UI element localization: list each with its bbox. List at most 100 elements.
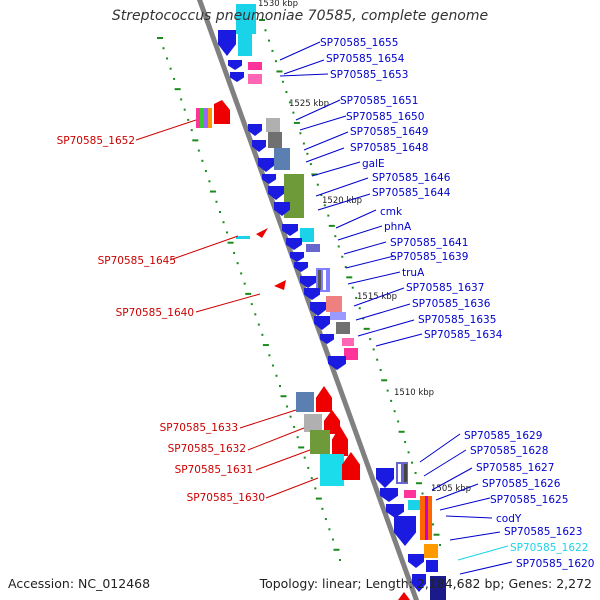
gene-label[interactable]: SP70585_1631 — [175, 464, 253, 476]
gene-label[interactable]: SP70585_1636 — [412, 298, 491, 310]
gene-label[interactable]: SP70585_1655 — [320, 37, 398, 49]
gene-label[interactable]: truA — [402, 267, 425, 279]
gene-arrow[interactable] — [408, 554, 424, 568]
gene-feature[interactable] — [196, 108, 200, 128]
gene-feature[interactable] — [306, 244, 320, 252]
gene-arrow[interactable] — [332, 426, 348, 456]
gene-arrow[interactable] — [218, 30, 236, 56]
gene-label[interactable]: SP70585_1639 — [390, 251, 468, 263]
gene-arrow[interactable] — [274, 202, 290, 216]
gene-feature[interactable] — [342, 338, 354, 346]
gene-label[interactable]: SP70585_1648 — [350, 142, 428, 154]
gene-label[interactable]: SP70585_1646 — [372, 172, 451, 184]
gene-feature[interactable] — [323, 270, 326, 290]
gene-feature[interactable] — [404, 464, 407, 482]
gene-feature[interactable] — [426, 560, 438, 572]
gene-feature[interactable] — [208, 108, 212, 128]
gene-label[interactable]: SP70585_1650 — [346, 111, 424, 123]
gene-arrow[interactable] — [324, 410, 340, 434]
gene-feature[interactable] — [320, 454, 344, 486]
gene-label[interactable]: SP70585_1645 — [98, 255, 176, 267]
gene-arrow[interactable] — [304, 288, 320, 300]
gene-arrow[interactable] — [412, 574, 426, 592]
gene-label[interactable]: SP70585_1654 — [326, 53, 405, 65]
gene-label[interactable]: SP70585_1620 — [516, 558, 594, 570]
gene-arrow[interactable] — [380, 488, 398, 502]
gene-arrow[interactable] — [320, 334, 334, 344]
gene-arrow[interactable] — [282, 224, 298, 236]
gene-arrow[interactable] — [394, 516, 416, 546]
gene-feature[interactable] — [268, 132, 282, 148]
gene-feature[interactable] — [274, 148, 290, 170]
gene-label[interactable]: SP70585_1626 — [482, 478, 561, 490]
gene-label[interactable]: SP70585_1630 — [187, 492, 265, 504]
gene-label[interactable]: codY — [496, 513, 522, 525]
gene-label[interactable]: SP70585_1640 — [116, 307, 194, 319]
gene-feature[interactable] — [344, 348, 358, 360]
gene-arrow[interactable] — [252, 140, 266, 152]
gene-label[interactable]: SP70585_1641 — [390, 237, 468, 249]
gene-feature[interactable] — [204, 108, 208, 128]
gene-label[interactable]: SP70585_1652 — [57, 135, 135, 147]
gene-arrow[interactable] — [230, 72, 244, 82]
gene-arrow[interactable] — [314, 316, 330, 330]
gene-arrow[interactable] — [386, 504, 404, 518]
gene-label[interactable]: SP70585_1628 — [470, 445, 548, 457]
gene-arrow[interactable] — [290, 252, 304, 262]
gene-label[interactable]: SP70585_1622 — [510, 542, 588, 554]
gene-arrow[interactable] — [294, 262, 308, 272]
gene-label[interactable]: SP70585_1633 — [160, 422, 238, 434]
gene-feature[interactable] — [236, 236, 250, 239]
gene-arrow[interactable] — [258, 158, 274, 172]
gene-feature[interactable] — [300, 228, 314, 242]
gene-label[interactable]: SP70585_1634 — [424, 329, 503, 341]
gene-arrow[interactable] — [268, 186, 284, 200]
gene-arrow[interactable] — [262, 174, 276, 184]
gene-arrow[interactable] — [398, 592, 410, 600]
gene-label[interactable]: cmk — [380, 206, 403, 218]
gene-feature[interactable] — [408, 500, 420, 510]
gene-feature[interactable] — [330, 312, 346, 320]
gene-label[interactable]: SP70585_1627 — [476, 462, 554, 474]
gene-arrow[interactable] — [300, 276, 316, 288]
gene-feature[interactable] — [424, 544, 438, 558]
gene-feature[interactable] — [200, 108, 204, 128]
gene-label[interactable]: galE — [362, 158, 385, 170]
gene-arrow[interactable] — [274, 280, 286, 290]
gene-label[interactable]: SP70585_1632 — [168, 443, 246, 455]
gene-label[interactable]: SP70585_1623 — [504, 526, 582, 538]
gene-arrow[interactable] — [316, 386, 332, 412]
gene-arrow[interactable] — [342, 452, 360, 480]
gene-label[interactable]: SP70585_1629 — [464, 430, 542, 442]
gene-feature[interactable] — [310, 430, 330, 454]
gene-feature[interactable] — [318, 270, 321, 290]
gene-label[interactable]: SP70585_1625 — [490, 494, 568, 506]
gene-feature[interactable] — [238, 32, 252, 56]
gene-label[interactable]: phnA — [384, 221, 412, 233]
gene-arrow[interactable] — [310, 302, 326, 316]
gene-feature[interactable] — [425, 496, 428, 540]
gene-arrow[interactable] — [328, 356, 346, 370]
gene-arrow[interactable] — [256, 228, 268, 238]
gene-feature[interactable] — [248, 74, 262, 84]
gene-feature[interactable] — [336, 322, 350, 334]
gene-feature[interactable] — [430, 576, 446, 600]
gene-feature[interactable] — [398, 464, 401, 482]
gene-arrow[interactable] — [228, 60, 242, 70]
gene-feature[interactable] — [404, 490, 416, 498]
gene-arrow[interactable] — [286, 238, 302, 250]
gene-feature[interactable] — [266, 118, 280, 132]
gene-label[interactable]: SP70585_1637 — [406, 282, 484, 294]
gene-label[interactable]: SP70585_1653 — [330, 69, 408, 81]
gene-label[interactable]: SP70585_1649 — [350, 126, 428, 138]
gene-arrow[interactable] — [376, 468, 394, 488]
gene-feature[interactable] — [248, 62, 262, 70]
gene-label[interactable]: SP70585_1644 — [372, 187, 451, 199]
gene-arrow[interactable] — [248, 124, 262, 136]
gene-feature[interactable] — [326, 296, 342, 312]
gene-feature[interactable] — [236, 4, 256, 34]
gene-feature[interactable] — [296, 392, 314, 412]
gene-label[interactable]: SP70585_1651 — [340, 95, 418, 107]
gene-label[interactable]: SP70585_1635 — [418, 314, 496, 326]
gene-feature[interactable] — [304, 414, 322, 432]
